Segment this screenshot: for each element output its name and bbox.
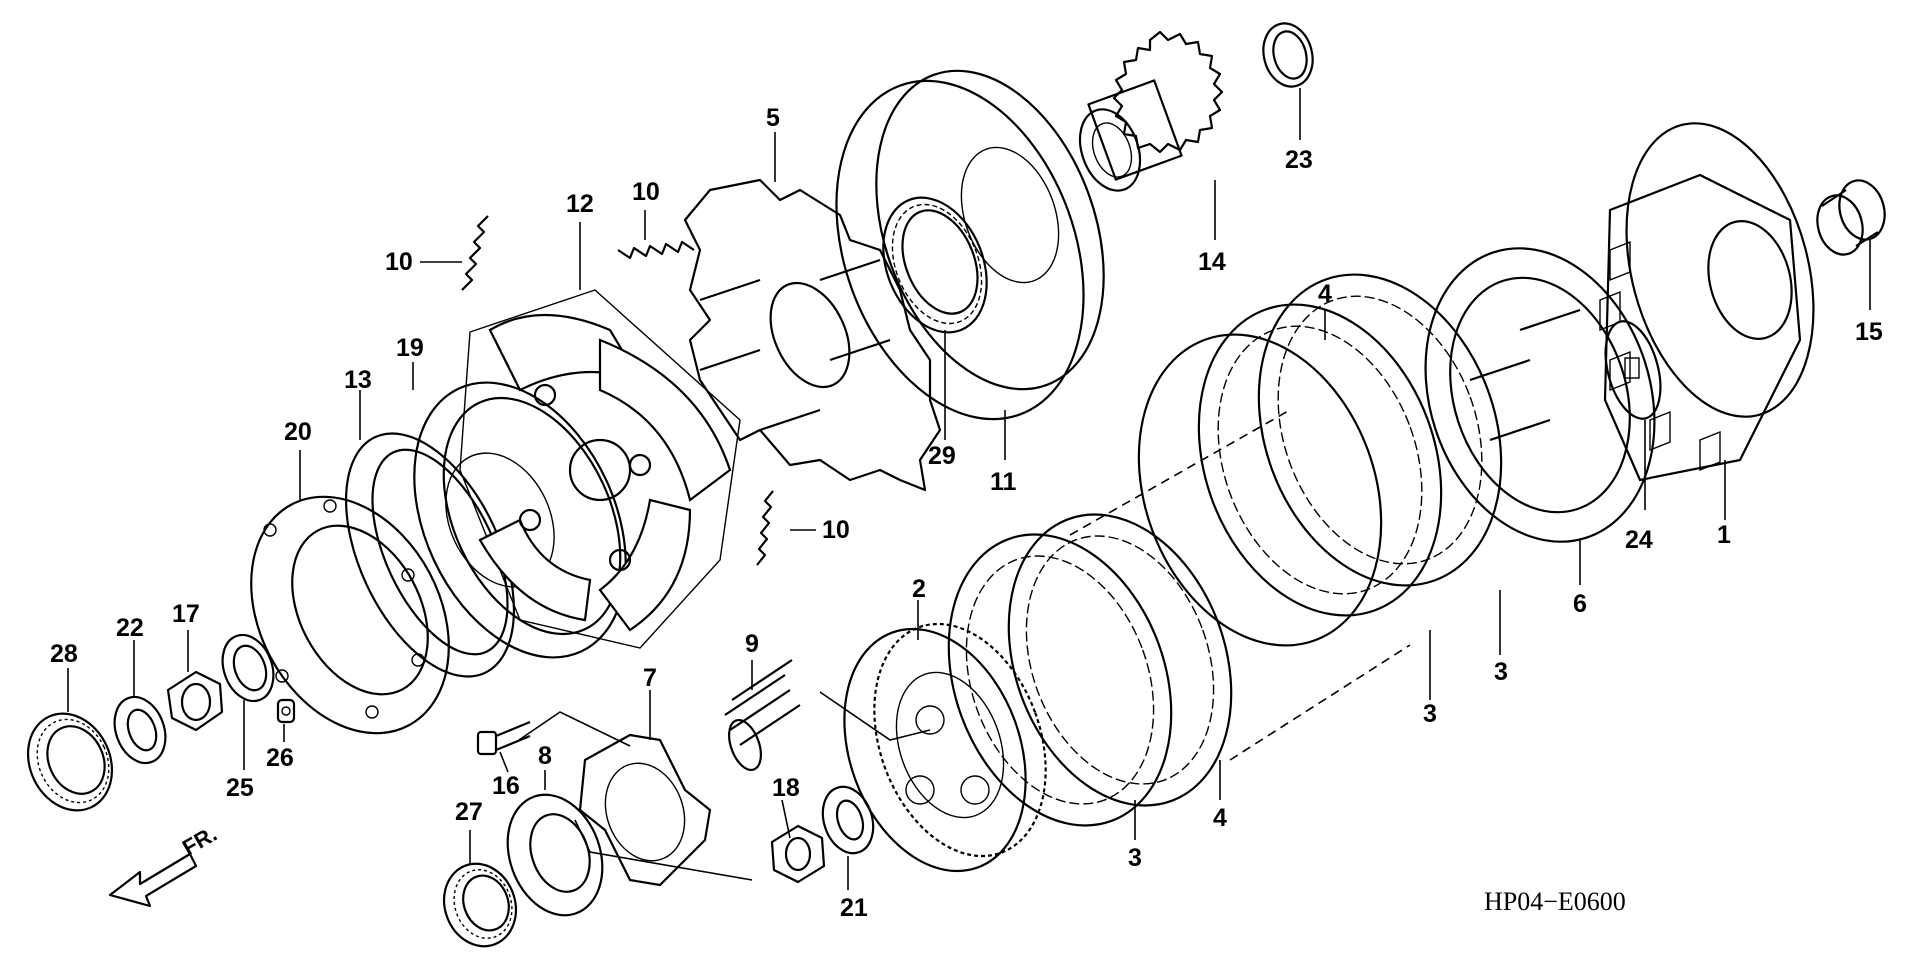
callout-22: 22 (116, 614, 144, 642)
callout-28: 28 (50, 640, 78, 668)
part-6-pressure-plate (1424, 247, 1656, 543)
part-9-spring (724, 659, 801, 771)
callout-8: 8 (538, 742, 552, 770)
callout-27: 27 (455, 798, 483, 826)
part-24-washer (1604, 320, 1662, 420)
callout-labels: 1 2 3 3 3 4 4 5 6 7 8 9 10 10 10 11 12 1… (50, 104, 1883, 922)
part-10-spring-c (756, 490, 774, 566)
front-direction-arrow: FR. (108, 821, 221, 908)
callout-9: 9 (745, 630, 759, 658)
part-15-collar (1816, 179, 1886, 256)
callout-10: 10 (822, 516, 850, 544)
part-10-spring-b (617, 240, 695, 260)
callout-18: 18 (772, 774, 800, 802)
callout-3: 3 (1423, 700, 1437, 728)
part-17-nut (166, 670, 224, 732)
part-12-clutch-shoes (459, 289, 741, 649)
callout-29: 29 (928, 442, 956, 470)
alignment-line-lower (1229, 644, 1411, 761)
callout-23: 23 (1285, 146, 1313, 174)
part-28-bearing (26, 712, 114, 812)
part-27-bearing (443, 862, 517, 948)
callout-4: 4 (1318, 280, 1332, 308)
part-2-clutch-center (843, 622, 1047, 873)
callout-2: 2 (912, 575, 926, 603)
callout-13: 13 (344, 366, 372, 394)
part-16-bolt (476, 720, 531, 756)
part-26-pin (276, 698, 296, 724)
part-14-primary-gear (1078, 30, 1224, 192)
callout-6: 6 (1573, 590, 1587, 618)
direction-label: FR. (178, 821, 221, 860)
part-3-4-plate-stack-lower (947, 513, 1233, 827)
callout-12: 12 (566, 190, 594, 218)
callout-4: 4 (1213, 804, 1227, 832)
callout-19: 19 (396, 334, 424, 362)
part-1-clutch-housing (1599, 122, 1815, 482)
alignment-line-upper (1069, 409, 1291, 536)
callout-26: 26 (266, 744, 294, 772)
part-25-washer (221, 633, 275, 703)
callout-10: 10 (385, 248, 413, 276)
part-29-one-way-clutch (882, 196, 988, 334)
callout-3: 3 (1494, 658, 1508, 686)
part-10-spring-a (461, 215, 489, 291)
callout-5: 5 (766, 104, 780, 132)
part-19-drum (413, 381, 627, 659)
callout-15: 15 (1855, 318, 1883, 346)
part-22-washer (113, 695, 167, 765)
part-7-lock-plate (578, 733, 712, 887)
part-23-washer (1262, 22, 1314, 88)
callout-17: 17 (172, 600, 200, 628)
diagram-code: HP04−E0600 (1484, 887, 1626, 916)
leader-lines (67, 88, 1871, 890)
callout-24: 24 (1625, 526, 1653, 554)
part-11-clutch-outer (835, 69, 1105, 421)
callout-16: 16 (492, 772, 520, 800)
part-18-nut (770, 824, 826, 884)
part-3-4-plate-stack-upper (1137, 273, 1503, 647)
part-21-washer (821, 785, 875, 855)
part-13-ring (344, 432, 516, 678)
callout-11: 11 (990, 468, 1017, 496)
part-8-oil-seal (506, 793, 604, 917)
callout-10: 10 (632, 178, 660, 206)
callout-14: 14 (1198, 248, 1226, 276)
callout-25: 25 (226, 774, 254, 802)
callout-20: 20 (284, 418, 312, 446)
callout-1: 1 (1717, 521, 1731, 549)
callout-3: 3 (1128, 844, 1142, 872)
callout-7: 7 (643, 664, 657, 692)
callout-21: 21 (840, 894, 868, 922)
part-5-drive-plate (683, 178, 942, 492)
